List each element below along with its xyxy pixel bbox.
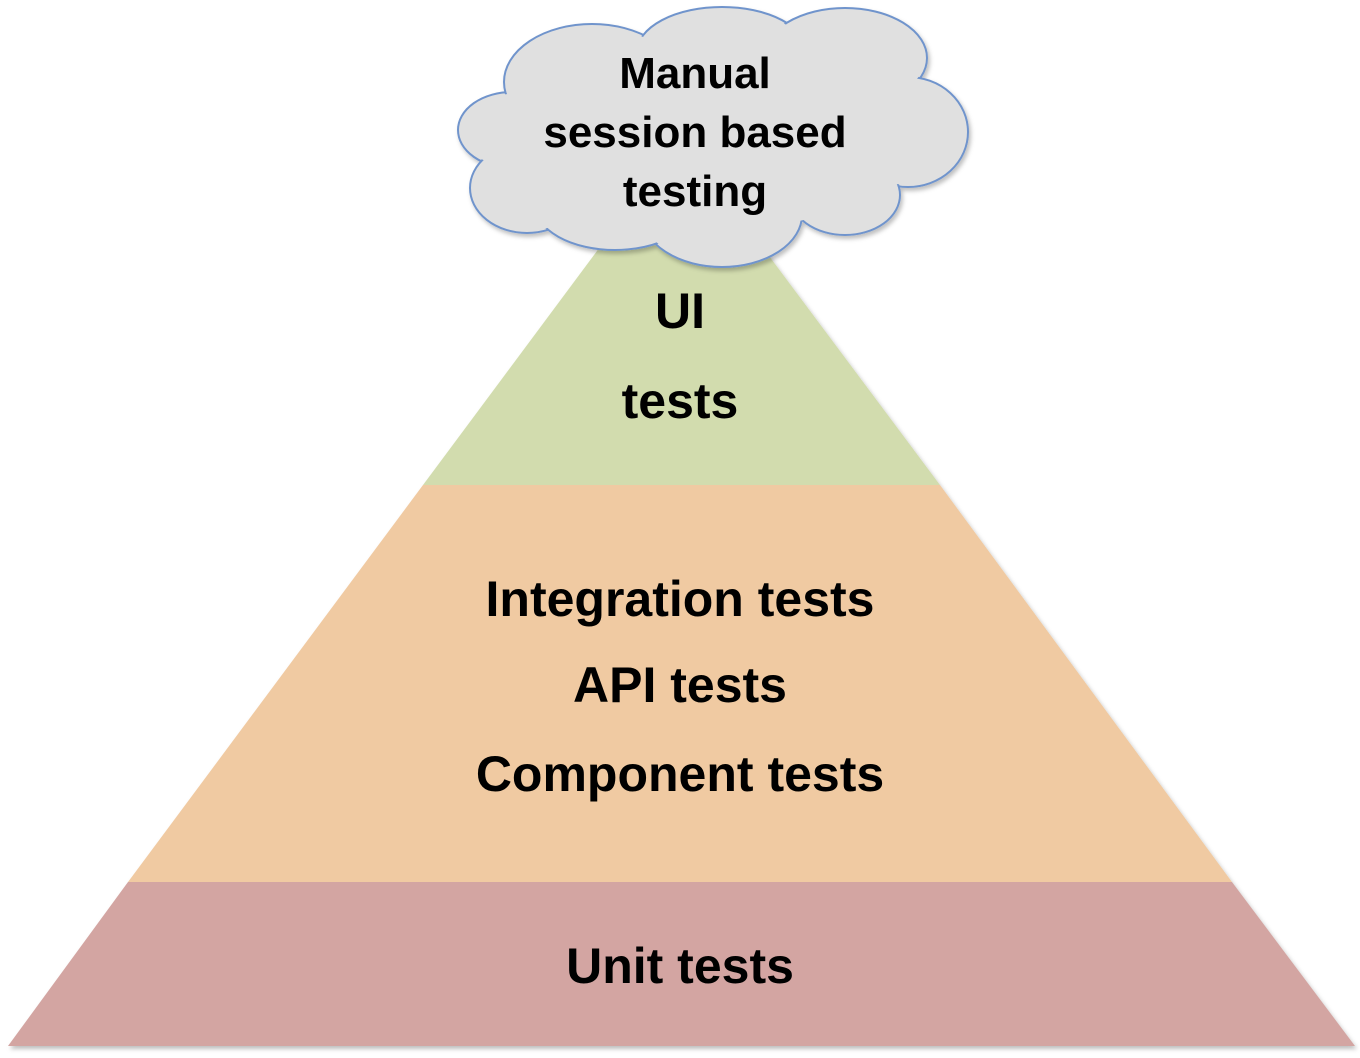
ui-tests-layer xyxy=(423,138,940,485)
cloud-line: session based xyxy=(543,108,847,157)
ui-label: UI xyxy=(655,283,705,339)
unit-label: Unit tests xyxy=(566,938,794,994)
component-label: Component tests xyxy=(475,746,885,802)
unit-tests-layer xyxy=(8,882,1355,1046)
cloud-line: Manual xyxy=(619,49,771,98)
cloud-line: testing xyxy=(622,167,768,216)
cloud-shape xyxy=(457,6,969,268)
integration-label: Integration tests xyxy=(485,571,875,627)
ui-label: tests xyxy=(621,373,739,429)
cloud-label: Manual session based testing xyxy=(0,44,1360,221)
middle-tests-layer xyxy=(128,485,1232,882)
api-label: API tests xyxy=(573,657,787,713)
